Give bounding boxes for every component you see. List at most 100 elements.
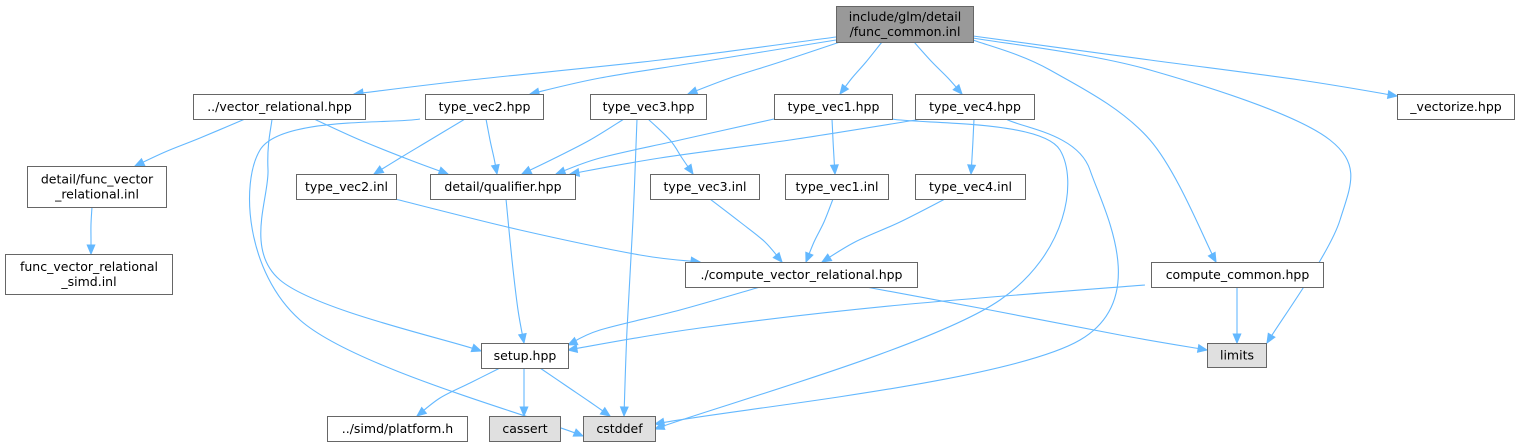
node-func_vector_relational_simd[interactable]: func_vector_relational_simd.inl [5, 254, 173, 295]
node-func_common: include/glm/detail/func_common.inl [836, 6, 974, 43]
edge-line [539, 367, 611, 417]
edge-line [687, 41, 841, 95]
edge-line [654, 118, 1069, 430]
node-vectorize[interactable]: _vectorize.hpp [1397, 94, 1515, 120]
edge-func_common-to-limits [972, 37, 1352, 345]
edge-arrowhead [519, 406, 529, 418]
edge-arrowhead [554, 166, 567, 176]
edge-arrowhead [372, 165, 385, 175]
edge-vector_relational-to-setup [260, 118, 483, 353]
node-type_vec3_inl[interactable]: type_vec3.inl [650, 174, 760, 200]
edge-type_vec3_hpp-to-qualifier [520, 118, 625, 175]
node-qualifier[interactable]: detail/qualifier.hpp [430, 174, 576, 200]
node-cassert[interactable]: cassert [489, 416, 561, 442]
edge-arrowhead [437, 166, 450, 176]
edge-arrowhead [520, 165, 533, 175]
node-label-line: ../vector_relational.hpp [207, 99, 352, 114]
node-compute_vector_relational[interactable]: ./compute_vector_relational.hpp [685, 262, 918, 288]
node-type_vec4_inl[interactable]: type_vec4.inl [915, 174, 1026, 200]
edge-line [567, 284, 1146, 351]
node-type_vec2_hpp[interactable]: type_vec2.hpp [425, 94, 544, 120]
edge-line [972, 37, 1352, 344]
edge-func_common-to-vectorize [972, 35, 1399, 99]
edge-func_common-to-type_vec2_hpp [528, 39, 837, 97]
edge-line [416, 367, 501, 417]
node-box [583, 416, 656, 442]
node-label-line: type_vec2.hpp [439, 99, 531, 114]
edge-arrowhead [1232, 333, 1242, 345]
node-box [481, 343, 569, 369]
node-box [650, 174, 760, 200]
node-label-line: type_vec1.hpp [788, 99, 880, 114]
edge-line [260, 118, 482, 352]
node-box [5, 254, 173, 295]
node-label-line: type_vec3.hpp [603, 99, 695, 114]
node-label-line: setup.hpp [494, 348, 557, 363]
edge-func_common-to-type_vec4_hpp [913, 41, 963, 95]
edge-func_common-to-type_vec3_hpp [686, 41, 841, 95]
edge-compute_common-to-limits [1232, 287, 1242, 345]
node-cstddef[interactable]: cstddef [583, 416, 656, 442]
edge-type_vec3_inl-to-compute_vector_relational [709, 198, 783, 263]
node-platform[interactable]: ../simd/platform.h [327, 416, 468, 442]
node-type_vec3_hpp[interactable]: type_vec3.hpp [590, 94, 707, 120]
edge-line [373, 118, 466, 175]
edge-line [313, 118, 449, 175]
node-label-line: func_vector_relational [20, 259, 158, 274]
edge-arrowhead [952, 83, 963, 95]
node-box [430, 174, 576, 200]
node-label-line: limits [1220, 348, 1254, 363]
node-label-line: _vectorize.hpp [1409, 99, 1501, 114]
edge-line [353, 36, 837, 95]
node-box [489, 416, 561, 442]
edge-arrowhead [133, 157, 146, 167]
edge-line [555, 118, 775, 175]
node-type_vec1_hpp[interactable]: type_vec1.hpp [774, 94, 893, 120]
node-label-line: detail/qualifier.hpp [444, 179, 561, 194]
node-label-line: ../simd/platform.h [342, 421, 453, 436]
node-box [193, 94, 366, 120]
node-label-line: type_vec4.hpp [929, 99, 1021, 114]
node-setup[interactable]: setup.hpp [481, 343, 569, 369]
edge-line [865, 286, 1208, 351]
node-compute_common[interactable]: compute_common.hpp [1151, 262, 1324, 288]
edge-arrowhead [805, 251, 814, 264]
node-label-line: type_vec4.inl [929, 179, 1012, 194]
node-label-line: type_vec2.inl [305, 179, 388, 194]
node-type_vec1_inl[interactable]: type_vec1.inl [785, 174, 889, 200]
edge-arrowhead [829, 164, 839, 176]
edge-type_vec1_inl-to-compute_vector_relational [805, 198, 834, 264]
edge-arrowhead [653, 417, 666, 427]
node-type_vec4_hpp[interactable]: type_vec4.hpp [915, 94, 1035, 120]
node-box [1397, 94, 1515, 120]
edge-arrowhead [772, 251, 783, 263]
edge-arrowhead [686, 86, 699, 95]
edge-compute_common-to-setup [566, 284, 1146, 353]
edge-setup-to-platform [415, 367, 501, 417]
node-label-line: type_vec1.inl [796, 179, 879, 194]
edge-line [623, 118, 638, 417]
node-func_vector_relational_inl[interactable]: detail/func_vector_relational.inl [27, 166, 167, 208]
edge-compute_vector_relational-to-setup [566, 286, 761, 346]
edge-type_vec2_hpp-to-cstddef [248, 118, 585, 437]
edge-func_common-to-compute_common [972, 39, 1217, 264]
node-box [27, 166, 167, 208]
edge-type_vec2_hpp-to-qualifier [485, 118, 500, 176]
node-type_vec2_inl[interactable]: type_vec2.inl [296, 174, 397, 200]
edge-arrowhead [86, 244, 96, 256]
edge-arrowhead [599, 406, 612, 417]
edge-line [913, 41, 963, 95]
node-box [590, 94, 707, 120]
edge-arrowhead [490, 163, 500, 176]
node-label-line: include/glm/detail [849, 9, 961, 24]
edge-line [972, 39, 1217, 263]
node-box [327, 416, 468, 442]
node-label-line: type_vec3.inl [664, 179, 747, 194]
edge-arrowhead [572, 428, 585, 437]
node-box [296, 174, 397, 200]
node-box [1151, 262, 1324, 288]
node-limits[interactable]: limits [1207, 343, 1267, 368]
node-vector_relational[interactable]: ../vector_relational.hpp [193, 94, 366, 120]
edge-arrowhead [517, 332, 527, 345]
edges-layer [86, 35, 1399, 437]
